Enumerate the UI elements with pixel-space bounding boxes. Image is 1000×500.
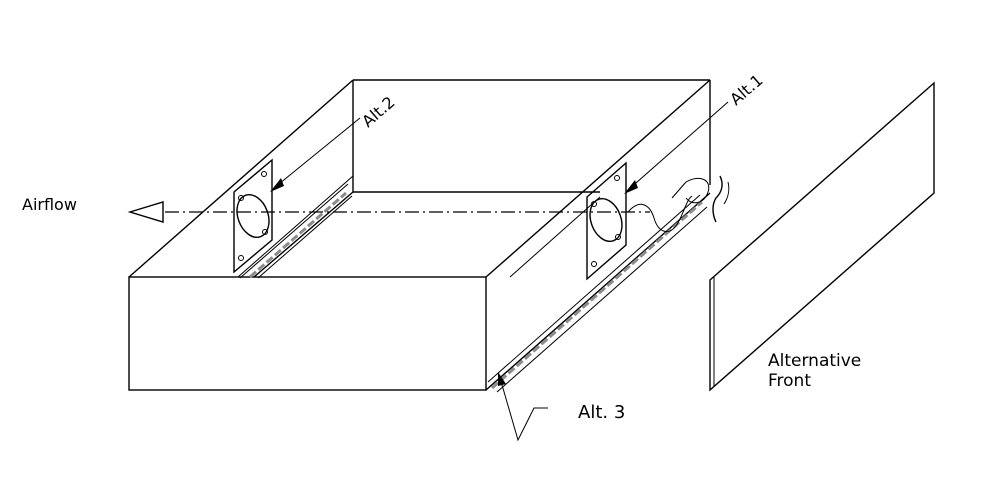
alt1-label: Alt.1	[726, 70, 766, 109]
box-floor-right-edge	[509, 196, 601, 278]
fan-alt2-screw	[262, 229, 268, 235]
box-edge-top-right	[485, 79, 711, 278]
airflow-indicator	[127, 175, 730, 233]
alt3-label: Alt. 3	[578, 402, 625, 423]
fan-alt2-screw	[261, 171, 267, 177]
alt2-label: Alt.2	[358, 92, 398, 131]
fan-alt2-screw	[238, 255, 244, 261]
alt-front-label-line2: Front	[768, 371, 811, 391]
alt2-leader	[273, 117, 361, 189]
fan-alt1-ring	[589, 197, 623, 243]
box-front-face	[128, 276, 487, 391]
fan-alt1	[586, 161, 627, 281]
fan-alt1-plate	[586, 161, 627, 281]
right-rail-inner	[496, 206, 708, 393]
fan-alt2-plate	[233, 158, 273, 274]
left-rail-outer	[239, 183, 349, 279]
fan-alt2-ring	[236, 193, 270, 239]
rail-end-line	[671, 181, 687, 199]
box-edge-bottom-right	[485, 192, 711, 391]
box-edge-top-left	[128, 79, 354, 278]
rail-end-cap	[685, 177, 710, 204]
alt2-arrow-icon	[270, 178, 284, 192]
fan-alt1-screw	[591, 261, 597, 267]
cable-squiggle	[627, 195, 693, 233]
airflow-label: Airflow	[22, 195, 77, 214]
airflow-arrow-icon	[127, 201, 164, 223]
alt3-leader	[499, 377, 548, 442]
right-rail-grey	[491, 200, 703, 390]
box-enclosure	[128, 79, 711, 391]
break-mark	[712, 175, 723, 223]
fan-alt1-screw	[615, 234, 621, 240]
box-left-wall-inner	[237, 175, 354, 278]
alt1-leader	[627, 101, 729, 191]
leaders	[270, 101, 729, 442]
alternative-front-panel	[709, 81, 935, 392]
alt1-arrow-icon	[624, 180, 638, 194]
left-rail-grey	[249, 191, 347, 279]
right-rail-outer	[487, 194, 701, 383]
alt3-arrow-icon	[498, 372, 506, 386]
break-mark-2	[723, 181, 730, 205]
fan-alt2-screw	[238, 195, 244, 201]
panel-outline	[709, 81, 935, 392]
left-rail-inner	[257, 195, 353, 279]
rails	[239, 177, 710, 393]
alt-front-label-line1: Alternative	[768, 351, 861, 371]
fan-alt2	[233, 158, 273, 274]
box-floor-left-edge	[253, 191, 354, 278]
fan-alt1-screw	[614, 175, 620, 181]
fan-alt1-screw	[591, 201, 597, 207]
